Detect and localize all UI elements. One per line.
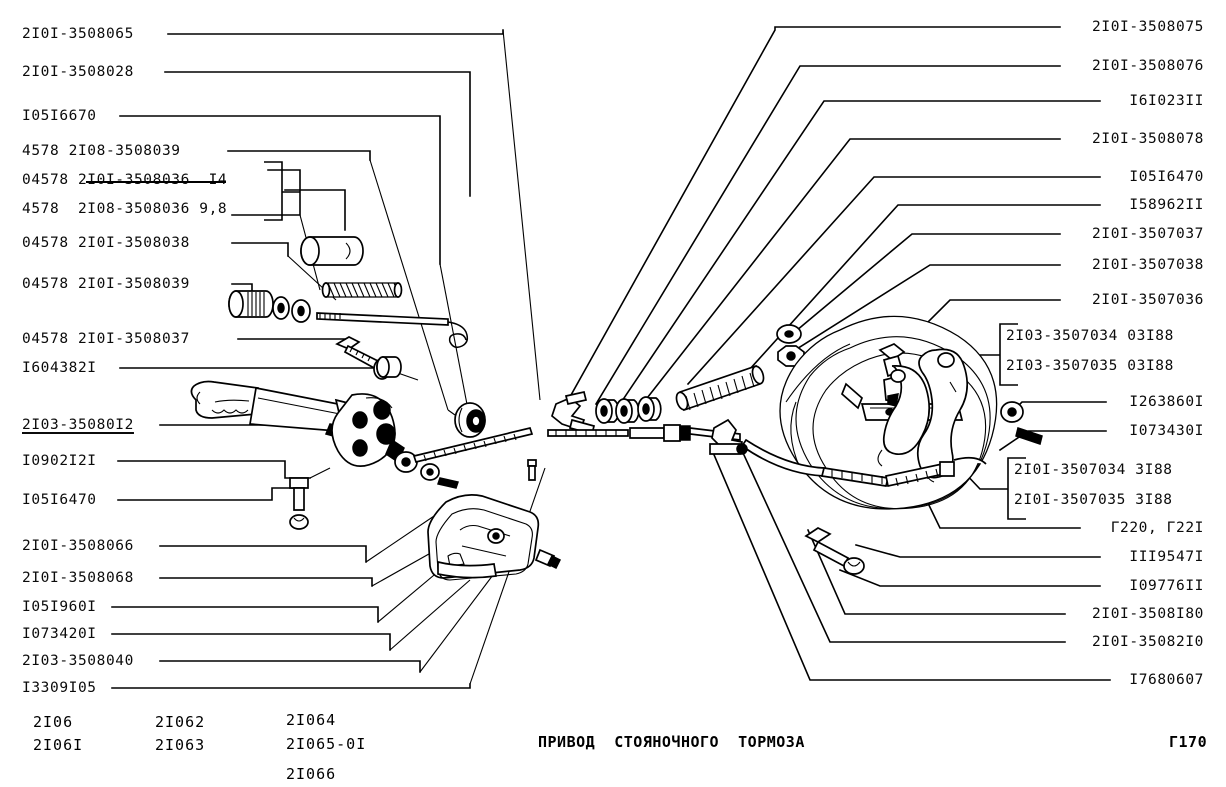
bolt-lower-right-part bbox=[804, 527, 865, 575]
part-label: 2I03-3507035 03I88 bbox=[1006, 358, 1174, 374]
part-label: 2I0I-3508I80 bbox=[1092, 606, 1204, 622]
part-label: 2I03-3508040 bbox=[22, 653, 134, 669]
part-label: 2I0I-3508075 bbox=[1092, 19, 1204, 35]
bolt-lower-left-part bbox=[289, 477, 309, 530]
part-label: 2I0I-3507034 3I88 bbox=[1014, 462, 1173, 478]
coil-spring-left bbox=[321, 282, 403, 298]
part-label: 2I0I-35082I0 bbox=[1092, 634, 1204, 650]
part-label: 2I0I-3508076 bbox=[1092, 58, 1204, 74]
model-code: 2I064 bbox=[286, 711, 337, 729]
part-label: I073430I bbox=[1129, 423, 1204, 439]
part-label: I263860I bbox=[1129, 394, 1204, 410]
part-label: I58962II bbox=[1129, 197, 1204, 213]
part-label: 2I0I-3508068 bbox=[22, 570, 134, 586]
cable-roller-part bbox=[454, 402, 486, 438]
pull-rod-part bbox=[316, 312, 469, 349]
part-label: I05I6670 bbox=[22, 108, 97, 124]
right-leader-lines bbox=[564, 26, 1111, 681]
part-label: 2I0I-3508028 bbox=[22, 64, 134, 80]
model-code: 2I065-0I bbox=[286, 735, 367, 753]
part-label: 4578 2I08-3508039 bbox=[22, 143, 181, 159]
part-label-struck: 04578 2I0I-3508036 I4 bbox=[22, 172, 228, 188]
part-label: 4578 2I08-3508036 9,8 bbox=[22, 201, 228, 217]
part-label: 2I0I-3507037 bbox=[1092, 226, 1204, 242]
part-label: I6I023II bbox=[1129, 93, 1204, 109]
nut-row-parts bbox=[595, 396, 662, 424]
page-title: ПРИВОД СТОЯНОЧНОГО ТОРМОЗА bbox=[538, 733, 805, 751]
model-code: 2I066 bbox=[286, 765, 337, 783]
part-label: 04578 2I0I-3508038 bbox=[22, 235, 190, 251]
strikethrough-mark bbox=[86, 181, 226, 183]
cable-clevis-part bbox=[709, 418, 748, 455]
drum-pin-parts bbox=[1000, 401, 1043, 445]
part-label: I05I6470 bbox=[22, 492, 97, 508]
part-label: 2I0I-3507038 bbox=[1092, 257, 1204, 273]
part-label: 2I0I-3508066 bbox=[22, 538, 134, 554]
small-nut-part bbox=[373, 356, 402, 380]
bolt-upper-part bbox=[335, 336, 382, 371]
part-label: 2I0I-3508078 bbox=[1092, 131, 1204, 147]
part-label: 2I0I-3508065 bbox=[22, 26, 134, 42]
model-code: 2I062 bbox=[155, 713, 206, 731]
part-label: I7680607 bbox=[1129, 672, 1204, 688]
part-label: I09776II bbox=[1129, 578, 1204, 594]
part-label: 2I03-3507034 03I88 bbox=[1006, 328, 1174, 344]
cable-equalizer-part bbox=[551, 390, 596, 436]
part-label: 2I0I-3507036 bbox=[1092, 292, 1204, 308]
page-code: Г170 bbox=[1169, 733, 1208, 751]
sleeve-bush-part bbox=[300, 236, 364, 266]
model-code: 2I06 bbox=[33, 713, 74, 731]
left-leader-lines bbox=[111, 29, 504, 689]
brake-shoe-lever-parts bbox=[840, 343, 969, 483]
part-label: Г220, Г22I bbox=[1110, 520, 1204, 536]
part-label: I604382I bbox=[22, 360, 97, 376]
part-label: 04578 2I0I-3508037 bbox=[22, 331, 190, 347]
screw-plate-part bbox=[527, 459, 562, 570]
washer-parts bbox=[272, 296, 311, 323]
part-label: I05I960I bbox=[22, 599, 97, 615]
eye-bolt-part bbox=[394, 451, 459, 489]
left-group-bracket bbox=[264, 161, 300, 221]
knurled-cap-part bbox=[228, 290, 274, 318]
part-label: 2I0I-3507035 3I88 bbox=[1014, 492, 1173, 508]
brake-cable-rear bbox=[740, 438, 987, 488]
model-code: 2I063 bbox=[155, 736, 206, 754]
brake-cable-front bbox=[412, 426, 534, 464]
model-code: 2I06I bbox=[33, 736, 84, 754]
handbrake-lever-icon bbox=[190, 380, 405, 468]
part-label: I0902I2I bbox=[22, 453, 97, 469]
part-label: I05I6470 bbox=[1129, 169, 1204, 185]
part-label: I3309I05 bbox=[22, 680, 97, 696]
part-label: I073420I bbox=[22, 626, 97, 642]
part-label: III9547I bbox=[1129, 549, 1204, 565]
part-label: 04578 2I0I-3508039 bbox=[22, 276, 190, 292]
tension-spring-icon bbox=[675, 364, 765, 412]
part-label-highlighted: 2I03-35080I2 bbox=[22, 417, 134, 433]
cover-plate-icon bbox=[427, 494, 540, 581]
